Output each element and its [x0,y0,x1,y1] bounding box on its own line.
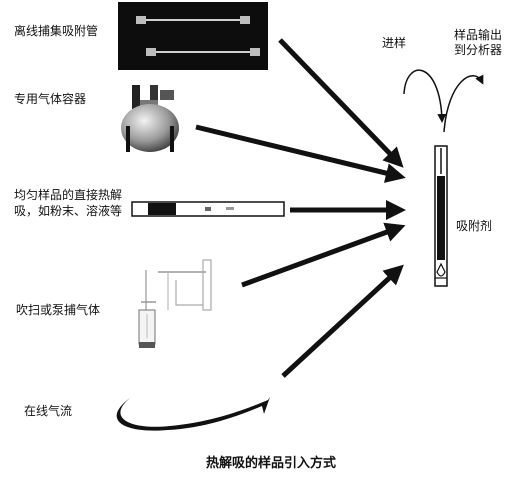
arrow-from-online-flow [281,264,404,378]
gas-container-image [121,85,179,152]
offline-sorbent-tube-photo [118,2,268,70]
desorber-tube [403,69,484,287]
source-label-purge-pump: 吹扫或泵捕气体 [16,303,101,317]
purge-pump-apparatus-image [138,259,212,348]
adsorbent-bed [437,176,445,260]
outlet-label-line2: 到分析器 [454,43,503,57]
arrow-from-gas-container [195,124,406,183]
online-flow-swoosh [116,397,270,431]
outlet-label-line1: 样品输出 [454,28,503,42]
arrow-from-purge-pump [241,222,406,288]
source-label-gas-container: 专用气体容器 [14,92,87,106]
source-label-direct-desorption-line1: 均匀样品的直接热解 [14,188,123,202]
source-label-direct-desorption-line2: 吸，如粉末、溶液等 [14,204,123,218]
source-label-offline-tube: 离线捕集吸附管 [14,24,99,38]
direct-desorption-tube-image [131,201,285,217]
adsorbent-label: 吸附剂 [456,219,493,233]
inlet-flow-arrow [403,69,447,123]
arrow-from-offline-tube [278,38,404,168]
figure-caption: 热解吸的样品引入方式 [206,456,337,471]
arrows-to-desorber [195,38,406,378]
outlet-flow-arrow [443,74,484,133]
inlet-label: 进样 [382,36,407,50]
source-label-online-flow: 在线气流 [24,404,73,418]
